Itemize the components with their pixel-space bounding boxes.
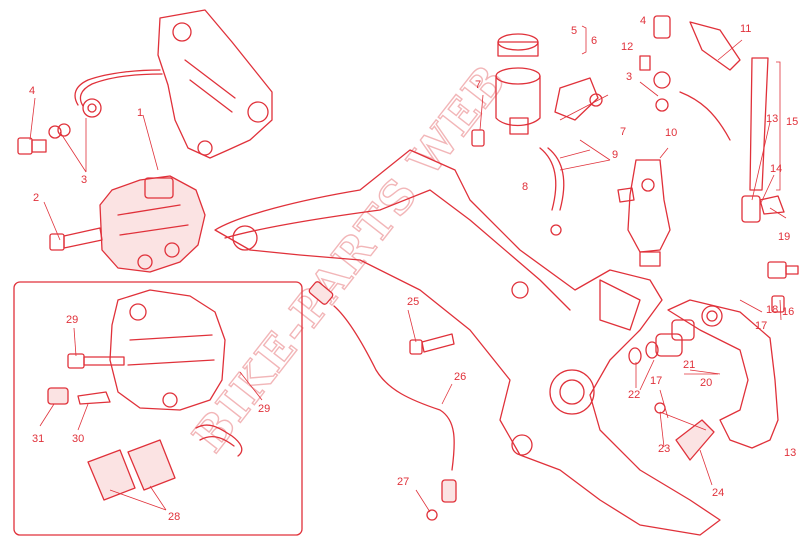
master-cylinder xyxy=(617,159,671,267)
caliper-bracket xyxy=(157,9,273,159)
brake-hose xyxy=(74,69,161,106)
callout-17-left: 17 xyxy=(650,375,662,387)
reservoir-screw xyxy=(471,55,651,147)
callout-10: 10 xyxy=(665,127,677,139)
callout-31: 31 xyxy=(32,433,44,445)
callout-1: 1 xyxy=(137,107,143,119)
banjo-bolt-right xyxy=(653,15,671,112)
brake-caliper xyxy=(99,175,206,273)
group-bracket-15 xyxy=(776,61,781,191)
callout-14: 14 xyxy=(770,163,782,175)
callout-26: 26 xyxy=(454,371,466,383)
inset-pin xyxy=(67,353,125,369)
callout-6: 6 xyxy=(591,35,597,47)
frame-structure xyxy=(214,149,721,536)
callout-19: 19 xyxy=(778,231,790,243)
callout-20: 20 xyxy=(700,377,712,389)
callout-22: 22 xyxy=(628,389,640,401)
callout-21: 21 xyxy=(683,359,695,371)
group-bracket-6 xyxy=(581,25,587,55)
inset-bleeder xyxy=(47,387,111,405)
callout-5: 5 xyxy=(571,25,577,37)
callout-labels: 1 2 3 3 4 4 5 6 7 7 8 9 10 11 12 13 13 1… xyxy=(29,15,798,523)
callout-4-right: 4 xyxy=(640,15,646,27)
sensor-cable xyxy=(308,281,457,521)
bolt-left-top xyxy=(17,123,71,155)
brake-pedal xyxy=(667,295,785,449)
callout-23: 23 xyxy=(658,443,670,455)
callout-7-left: 7 xyxy=(475,79,481,91)
callout-11: 11 xyxy=(740,23,751,35)
callout-29-right: 29 xyxy=(258,403,270,415)
callout-9: 9 xyxy=(612,149,618,161)
pivot-bushings xyxy=(628,319,695,365)
callout-24: 24 xyxy=(712,487,724,499)
callout-17-right: 17 xyxy=(755,320,767,332)
callout-3-right: 3 xyxy=(626,71,632,83)
callout-28: 28 xyxy=(168,511,180,523)
pushrod xyxy=(741,57,785,223)
callout-2: 2 xyxy=(33,192,39,204)
reservoir-hose xyxy=(539,147,565,236)
callout-16: 16 xyxy=(782,306,794,318)
bolt-left-bottom xyxy=(49,227,103,251)
callout-12: 12 xyxy=(621,41,633,53)
inset-caliper xyxy=(109,289,226,411)
callout-13-top: 13 xyxy=(766,113,778,125)
hose-clip xyxy=(689,21,741,71)
reservoir-bracket xyxy=(554,77,599,121)
callout-3-left: 3 xyxy=(81,174,87,186)
callout-13-bottom: 13 xyxy=(784,447,796,459)
callout-29-top: 29 xyxy=(66,314,78,326)
brake-pads xyxy=(87,439,176,501)
callout-4-left: 4 xyxy=(29,85,35,97)
callout-7-right: 7 xyxy=(620,126,626,138)
leader-lines xyxy=(29,39,787,513)
inset-box xyxy=(13,281,303,536)
banjo-fitting xyxy=(82,98,102,118)
callout-27: 27 xyxy=(397,476,409,488)
brake-line xyxy=(679,91,731,141)
callout-8: 8 xyxy=(522,181,528,193)
callout-30: 30 xyxy=(72,433,84,445)
fluid-reservoir xyxy=(495,33,541,135)
watermark: BIKE-PARTS WEB xyxy=(183,55,517,462)
long-bolt xyxy=(409,333,455,355)
callout-25: 25 xyxy=(407,296,419,308)
inset-clip xyxy=(195,424,243,457)
pedal-pivot-bolt xyxy=(767,261,799,279)
callout-15: 15 xyxy=(786,116,798,128)
callout-18: 18 xyxy=(766,304,778,316)
